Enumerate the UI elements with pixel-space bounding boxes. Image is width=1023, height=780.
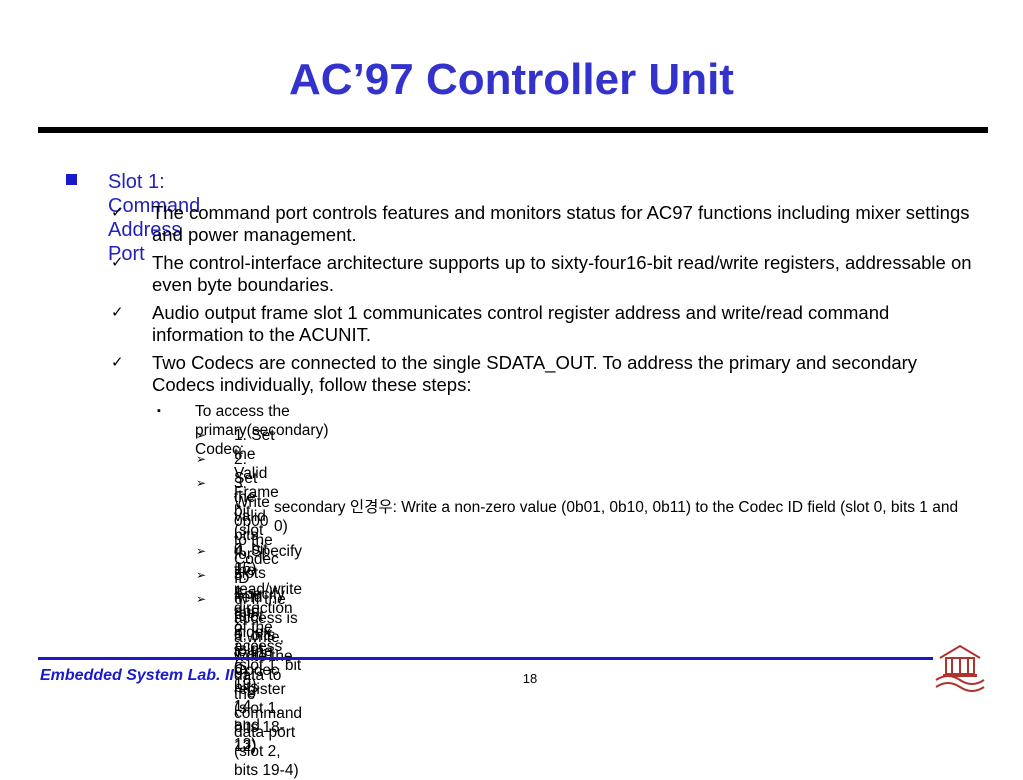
- bullet-text: The control-interface architecture suppo…: [152, 252, 972, 295]
- checkmark-icon: ✓: [111, 254, 124, 271]
- arrow-bullet-icon: ➢: [196, 568, 207, 582]
- slide-title: AC’97 Controller Unit: [289, 55, 734, 104]
- page-number: 18: [522, 671, 538, 686]
- step-text: 3. Write 0b00 to the Codec ID field (slo…: [234, 475, 279, 682]
- arrow-bullet-icon: ➢: [196, 428, 207, 442]
- step-text: 1. Set the Valid Frame bit (slot 0, bit …: [234, 427, 279, 577]
- dot-bullet-icon: •: [237, 500, 242, 514]
- footer-divider: [38, 657, 933, 660]
- bullet-text: Slot 1: Command Address Port: [108, 171, 201, 265]
- title-divider: [38, 127, 988, 133]
- arrow-bullet-icon: ➢: [196, 592, 207, 606]
- checkmark-icon: ✓: [111, 204, 124, 221]
- arrow-bullet-icon: ➢: [196, 544, 207, 558]
- step-text: 6. If the access is a write, write the d…: [234, 591, 303, 779]
- bullet-text: The command port controls features and m…: [152, 202, 970, 245]
- bullet-text: To access the primary(secondary) Codec:: [195, 403, 329, 458]
- arrow-bullet-icon: ➢: [196, 452, 207, 466]
- university-emblem-icon: [935, 644, 985, 692]
- note-text: secondary 인경우: Write a non-zero value (0…: [274, 499, 959, 535]
- step-text: 4. Specify the read/write direction of t…: [234, 543, 303, 693]
- checkmark-icon: ✓: [111, 354, 124, 371]
- arrow-bullet-icon: ➢: [196, 476, 207, 490]
- small-square-bullet-icon: ▪: [157, 405, 161, 417]
- bullet-text: Two Codecs are connected to the single S…: [152, 352, 918, 395]
- bullet-text: Audio output frame slot 1 communicates c…: [152, 302, 890, 345]
- checkmark-icon: ✓: [111, 304, 124, 321]
- footer-lab-name: Embedded System Lab. II: [40, 667, 234, 684]
- square-bullet-icon: [66, 174, 77, 185]
